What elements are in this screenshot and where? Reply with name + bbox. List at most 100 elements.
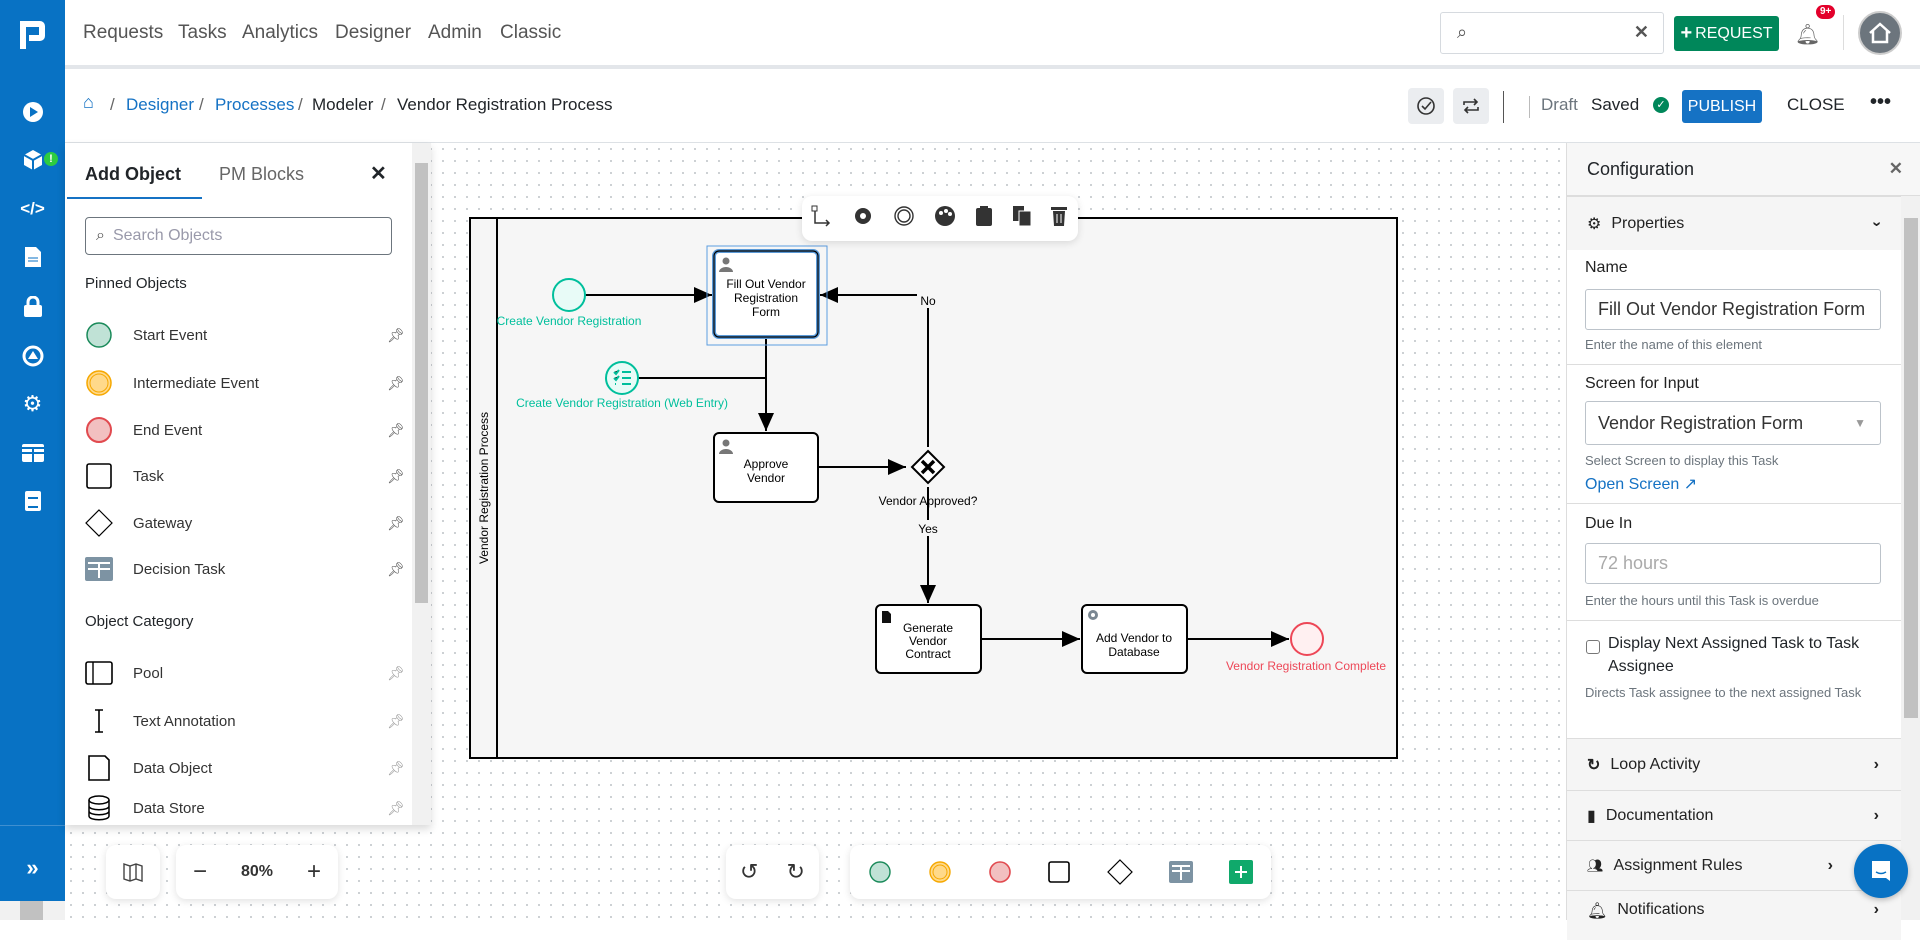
object-text-annotation[interactable]: Text Annotation📌︎ — [85, 706, 405, 736]
boundary-event-icon[interactable] — [893, 205, 915, 232]
object-category-title: Object Category — [85, 613, 194, 630]
connector-icon[interactable] — [811, 205, 833, 232]
start-event[interactable] — [552, 278, 586, 312]
panel-scrollbar[interactable] — [412, 143, 431, 825]
circle-triangle-icon[interactable] — [20, 343, 45, 368]
screen-select[interactable]: Vendor Registration Form▼ — [1585, 401, 1881, 445]
nav-classic[interactable]: Classic — [500, 22, 562, 43]
gear-icon[interactable] — [852, 205, 874, 232]
pin-icon[interactable]: 📌︎ — [387, 421, 405, 438]
code-icon[interactable]: </> — [20, 198, 45, 218]
gateway-tool[interactable] — [1107, 859, 1134, 885]
pin-icon[interactable]: 📌︎ — [387, 374, 405, 391]
book-icon[interactable] — [20, 488, 45, 513]
gear-icon[interactable]: ⚙ — [22, 390, 43, 416]
display-next-task-checkbox[interactable] — [1586, 640, 1600, 654]
pin-icon[interactable]: 📌︎ — [387, 467, 405, 484]
more-icon[interactable]: ••• — [1870, 91, 1892, 113]
close-panel-button[interactable]: ✕ — [370, 163, 387, 185]
horizontal-scrollbar[interactable] — [0, 901, 65, 920]
end-event[interactable] — [1290, 622, 1324, 656]
add-more-tool[interactable] — [1228, 860, 1253, 884]
name-label: Name — [1585, 259, 1628, 276]
object-pool[interactable]: Pool📌︎ — [85, 658, 405, 688]
object-end-event[interactable]: End Event📌︎ — [85, 415, 405, 445]
object-decision-task[interactable]: Decision Task📌︎ — [85, 554, 405, 584]
logo[interactable] — [17, 18, 47, 52]
cube-icon[interactable] — [20, 147, 45, 172]
pin-icon[interactable]: 📌︎ — [387, 326, 405, 343]
lock-icon[interactable] — [20, 294, 45, 319]
table-icon[interactable] — [20, 440, 45, 465]
properties-section-header[interactable]: ⚙Properties› — [1567, 196, 1901, 250]
notifications-section[interactable]: 🔔︎Notifications› — [1567, 890, 1901, 940]
palette-icon[interactable] — [934, 205, 956, 232]
task-tool[interactable] — [1047, 860, 1071, 884]
crumb-processes[interactable]: Processes — [215, 95, 295, 114]
pin-icon[interactable]: 📌︎ — [387, 560, 405, 577]
clear-icon[interactable]: ✕ — [1633, 22, 1649, 42]
file-icon[interactable] — [20, 244, 45, 269]
home-icon[interactable]: ⌂ — [83, 92, 94, 112]
external-link-icon: ↗ — [1683, 476, 1698, 493]
trash-icon[interactable] — [1050, 205, 1068, 232]
intermediate-event-tool[interactable] — [928, 860, 952, 884]
expand-icon[interactable]: » — [26, 854, 39, 880]
validate-button[interactable] — [1408, 88, 1444, 124]
object-start-event[interactable]: Start Event📌︎ — [85, 320, 405, 350]
zoom-out-button[interactable]: − — [192, 858, 207, 885]
avatar[interactable] — [1858, 11, 1902, 55]
pin-outline-icon[interactable]: 📌︎ — [387, 799, 405, 816]
object-data-object[interactable]: Data Object📌︎ — [85, 753, 405, 783]
tab-pm-blocks[interactable]: PM Blocks — [219, 164, 305, 184]
zoom-in-button[interactable]: + — [306, 858, 321, 885]
task-approve-vendor[interactable] — [713, 432, 819, 503]
nav-designer[interactable]: Designer — [335, 22, 412, 43]
loop-activity-section[interactable]: ↻Loop Activity› — [1567, 738, 1901, 790]
play-icon[interactable] — [20, 99, 45, 124]
task-add-vendor[interactable] — [1081, 604, 1188, 674]
due-in-label: Due In — [1585, 515, 1633, 532]
task-generate-contract[interactable] — [875, 604, 982, 674]
pin-outline-icon[interactable]: 📌︎ — [387, 712, 405, 729]
object-task[interactable]: Task📌︎ — [85, 461, 405, 491]
new-request-button[interactable]: +REQUEST — [1674, 16, 1779, 51]
close-config-button[interactable]: ✕ — [1888, 159, 1903, 178]
documentation-section[interactable]: ▮Documentation› — [1567, 790, 1901, 840]
config-scrollbar[interactable] — [1901, 196, 1920, 920]
name-input[interactable]: Fill Out Vendor Registration Form — [1585, 289, 1881, 330]
undo-button[interactable]: ↺ — [740, 859, 759, 884]
pin-outline-icon[interactable]: 📌︎ — [387, 759, 405, 776]
open-screen-link[interactable]: Open Screen ↗ — [1585, 476, 1698, 493]
chat-button[interactable] — [1854, 844, 1908, 898]
crumb-designer[interactable]: Designer — [126, 95, 195, 114]
object-intermediate-event[interactable]: Intermediate Event📌︎ — [85, 368, 405, 398]
sync-button[interactable] — [1453, 88, 1489, 124]
assignment-rules-section[interactable]: 👥︎Assignment Rules› — [1567, 840, 1901, 890]
object-gateway[interactable]: Gateway📌︎ — [85, 508, 405, 538]
sequence-flows[interactable] — [585, 287, 1289, 647]
nav-analytics[interactable]: Analytics — [242, 22, 319, 43]
end-event-tool[interactable] — [988, 860, 1012, 884]
search-objects-input[interactable]: ⌕ Search Objects — [85, 217, 392, 255]
bell-icon[interactable]: 🔔︎ — [1795, 24, 1821, 46]
publish-button[interactable]: PUBLISH — [1682, 90, 1762, 123]
duplicate-icon[interactable] — [1012, 205, 1032, 232]
object-data-store[interactable]: Data Store📌︎ — [85, 793, 405, 823]
due-in-input[interactable]: 72 hours — [1585, 543, 1881, 584]
chevron-right-icon: › — [1873, 901, 1879, 918]
decision-task-tool[interactable] — [1169, 861, 1194, 883]
nav-requests[interactable]: Requests — [83, 22, 164, 43]
pin-outline-icon[interactable]: 📌︎ — [387, 664, 405, 681]
global-search[interactable]: ⌕ ✕ — [1440, 12, 1664, 54]
nav-admin[interactable]: Admin — [428, 22, 482, 43]
nav-tasks[interactable]: Tasks — [178, 22, 227, 43]
close-button[interactable]: CLOSE — [1787, 95, 1845, 114]
pin-icon[interactable]: 📌︎ — [387, 514, 405, 531]
redo-button[interactable]: ↻ — [786, 859, 805, 884]
clipboard-icon[interactable] — [975, 205, 993, 232]
minimap-button[interactable] — [106, 845, 160, 899]
tab-add-object[interactable]: Add Object — [85, 164, 182, 184]
start-event-tool[interactable] — [868, 860, 892, 884]
